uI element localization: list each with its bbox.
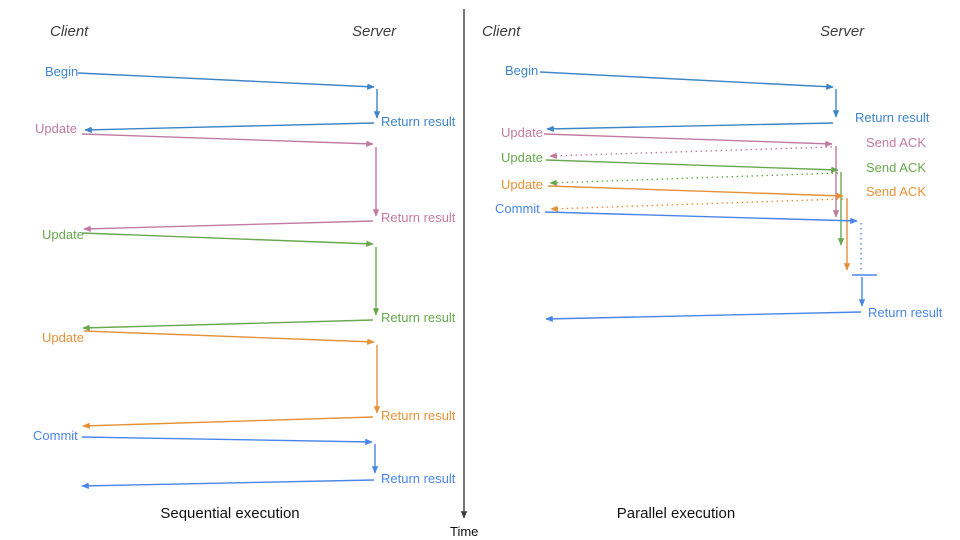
parallel-update-2-line-1 [545, 159, 839, 173]
parallel-title: Parallel execution [616, 505, 736, 522]
parallel-client-header: Client [482, 23, 521, 40]
sequential-update-1-line-3 [83, 220, 374, 233]
sequential-begin-line-3 [84, 122, 375, 134]
sequential-update-3-line-1 [83, 330, 375, 345]
parallel-begin-line-1 [539, 71, 834, 90]
parallel-update-2-text-2: Send ACK [866, 160, 926, 175]
parallel-update-2-text-1: Update [501, 150, 543, 165]
time-axis-label: Time [450, 524, 479, 539]
sequential-commit-line-1 [81, 436, 373, 446]
parallel-update-3-line-3 [550, 198, 844, 212]
sequential-commit-text-2: Return result [381, 471, 456, 486]
parallel-commit-line-5 [545, 311, 862, 323]
sequential-update-3-text-2: Return result [381, 408, 456, 423]
sequential-update-3-text-1: Update [42, 330, 84, 345]
parallel-begin-text-1: Begin [505, 63, 538, 78]
sequential-update-1-line-1 [81, 133, 374, 147]
parallel-update-2-line-3 [549, 172, 839, 186]
parallel-update-3-text-2: Send ACK [866, 184, 926, 199]
sequential-update-2-text-2: Return result [381, 310, 456, 325]
sequential-server-header: Server [352, 23, 397, 40]
parallel-update-3-text-1: Update [501, 177, 543, 192]
parallel-server-header: Server [820, 23, 865, 40]
sequential-update-2-text-1: Update [42, 227, 84, 242]
parallel-begin-text-2: Return result [855, 110, 930, 125]
parallel-update-3-line-1 [547, 185, 844, 199]
parallel-update-1-text-1: Update [501, 125, 543, 140]
parallel-update-1-line-3 [549, 146, 833, 159]
sequential-commit-text-1: Commit [33, 428, 78, 443]
sequential-update-2-line-3 [82, 319, 374, 332]
parallel-update-1-text-2: Send ACK [866, 135, 926, 150]
sequential-begin-text-2: Return result [381, 114, 456, 129]
sequential-update-1-text-1: Update [35, 121, 77, 136]
sequential-update-1-text-2: Return result [381, 210, 456, 225]
sequential-client-header: Client [50, 23, 89, 40]
sequential-title: Sequential execution [160, 505, 300, 522]
sequential-update-3-line-3 [82, 416, 374, 429]
sequential-begin-line-1 [77, 72, 375, 90]
parallel-update-1-line-1 [543, 133, 833, 147]
parallel-commit-text-1: Commit [495, 201, 540, 216]
sequential-begin-text-1: Begin [45, 64, 78, 79]
parallel-commit-text-2: Return result [868, 305, 943, 320]
sequential-commit-line-3 [81, 479, 375, 490]
sequential-update-2-line-1 [81, 232, 374, 247]
parallel-begin-line-3 [546, 122, 834, 133]
parallel-commit-line-1 [544, 211, 858, 225]
